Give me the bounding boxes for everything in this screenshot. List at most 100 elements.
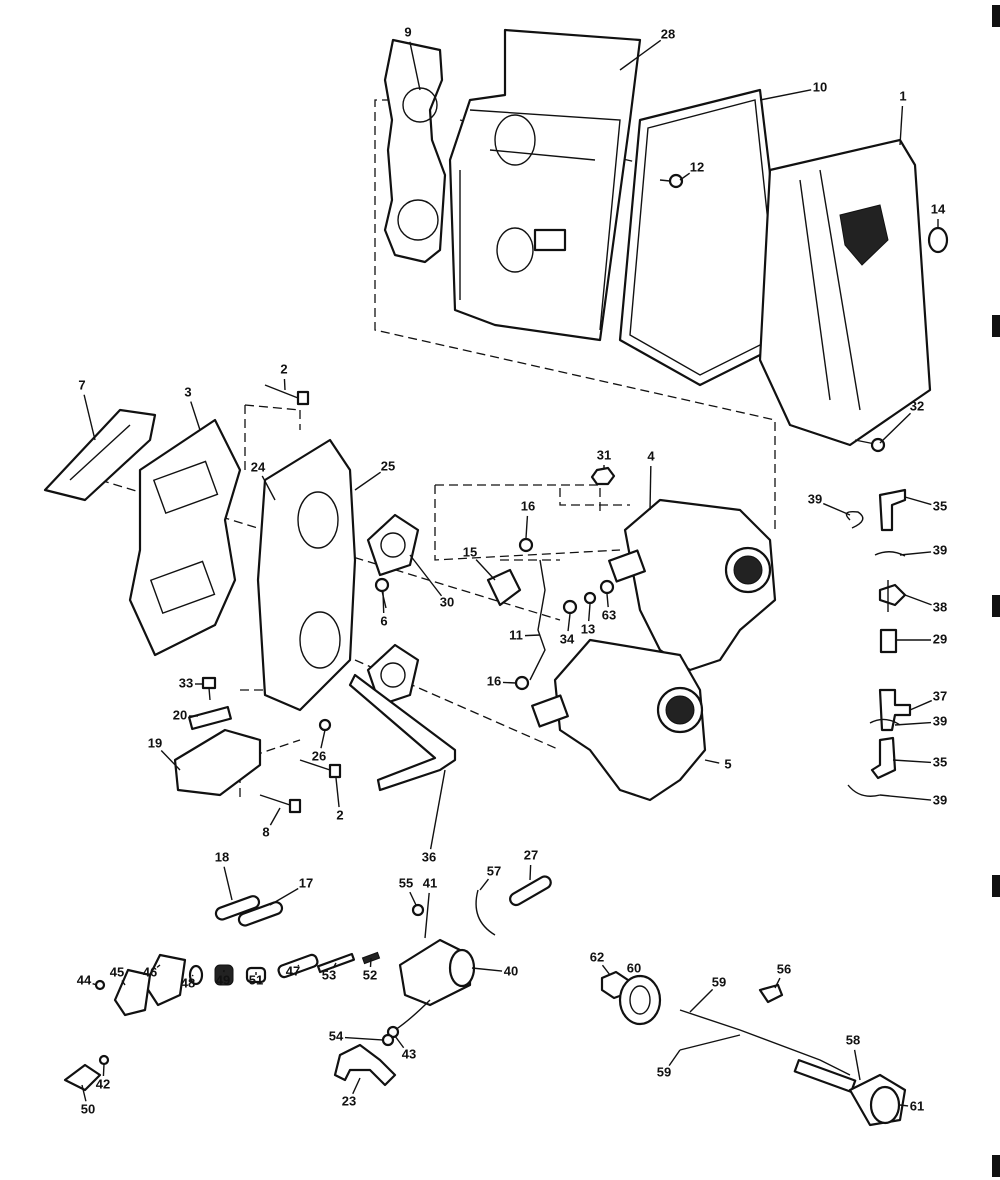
part-screw-6 (374, 577, 390, 609)
callout-16: 16 (521, 498, 535, 513)
callout-1: 1 (899, 88, 906, 103)
callout-9: 9 (404, 24, 411, 39)
leader-line (567, 613, 571, 632)
leader-line (904, 496, 932, 506)
callout-60: 60 (627, 960, 641, 975)
leader-line (638, 975, 641, 978)
part-gasket-30 (366, 513, 420, 707)
leader-line (297, 964, 300, 967)
part-pin-17 (237, 901, 284, 927)
part-pin-18 (214, 895, 261, 921)
leader-line (429, 769, 446, 850)
leader-line (524, 634, 541, 637)
leader-line (269, 887, 299, 906)
part-26 (318, 718, 332, 732)
part-63 (599, 579, 615, 595)
part-screw-12 (659, 173, 684, 189)
part-bolt-8 (259, 794, 302, 814)
part-plate-20 (188, 705, 232, 731)
leader-line (354, 471, 382, 491)
callout-7: 7 (78, 377, 85, 392)
part-gasket-10 (618, 88, 792, 387)
callout-46: 46 (143, 964, 157, 979)
leader-line (668, 1049, 681, 1067)
callout-4: 4 (647, 448, 655, 463)
callout-14: 14 (931, 201, 946, 216)
callout-44: 44 (77, 972, 92, 987)
part-42 (98, 1054, 110, 1066)
leader-line (899, 1104, 909, 1107)
part-plug-14 (927, 226, 949, 254)
part-gasket-3 (128, 418, 242, 657)
part-50 (63, 1063, 102, 1092)
callout-51: 51 (249, 972, 263, 987)
callout-38: 38 (933, 599, 947, 614)
leader-line (409, 554, 443, 597)
part-bolt-2b (299, 759, 342, 779)
leader-line (332, 962, 337, 969)
part-plate-24 (256, 438, 357, 712)
leader-line (335, 777, 340, 808)
leader-line (471, 967, 503, 972)
leader-line (424, 892, 430, 939)
leader-line (853, 1049, 861, 1081)
part-screw-44 (94, 979, 106, 991)
callout-12: 12 (690, 159, 704, 174)
leader-line (320, 729, 326, 749)
leader-line (879, 412, 912, 444)
leader-line (759, 89, 812, 101)
part-harness-58 (679, 1009, 907, 1127)
leader-line (879, 794, 932, 801)
callout-16: 16 (487, 673, 501, 688)
callout-15: 15 (463, 544, 477, 559)
callout-45: 45 (110, 964, 124, 979)
callout-5: 5 (724, 756, 731, 771)
callout-49: 49 (216, 972, 230, 987)
part-16 (518, 537, 534, 553)
callout-3: 3 (184, 384, 191, 399)
callout-59: 59 (657, 1064, 671, 1079)
part-nut-31 (590, 466, 616, 486)
callout-25: 25 (381, 458, 395, 473)
callout-39: 39 (933, 542, 947, 557)
part-rod-11 (529, 559, 546, 681)
leader-line (409, 891, 417, 906)
part-screw-32 (854, 437, 886, 453)
callout-57: 57 (487, 863, 501, 878)
leader-line (899, 551, 932, 556)
callout-59: 59 (712, 974, 726, 989)
leader-line (894, 721, 932, 726)
callout-50: 50 (81, 1101, 95, 1116)
leader-line (156, 964, 161, 968)
callout-19: 19 (148, 735, 162, 750)
callout-53: 53 (322, 967, 336, 982)
leader-line (394, 1035, 405, 1049)
part-clip-57 (475, 889, 496, 936)
callout-27: 27 (524, 847, 538, 862)
callout-63: 63 (602, 607, 616, 622)
leader-line (892, 759, 932, 764)
part-48 (188, 964, 204, 986)
callout-39: 39 (933, 713, 947, 728)
callout-61: 61 (910, 1098, 924, 1113)
part-coil-40 (386, 938, 476, 1039)
leader-line (502, 681, 517, 684)
callout-29: 29 (933, 631, 947, 646)
callout-33: 33 (179, 675, 193, 690)
leader-line (92, 982, 98, 986)
callout-10: 10 (813, 79, 827, 94)
leader-line (344, 1036, 384, 1041)
callout-41: 41 (423, 875, 437, 890)
leader-line (704, 759, 720, 764)
part-hose-36 (348, 673, 457, 792)
callout-26: 26 (312, 748, 326, 763)
leader-line (81, 1084, 87, 1102)
callout-58: 58 (846, 1032, 860, 1047)
callout-48: 48 (181, 975, 195, 990)
part-spring-49 (214, 964, 234, 986)
callout-62: 62 (590, 949, 604, 964)
part-16b (514, 675, 530, 691)
callout-24: 24 (251, 459, 266, 474)
part-grommet-60 (618, 974, 662, 1026)
leader-line (904, 594, 932, 606)
